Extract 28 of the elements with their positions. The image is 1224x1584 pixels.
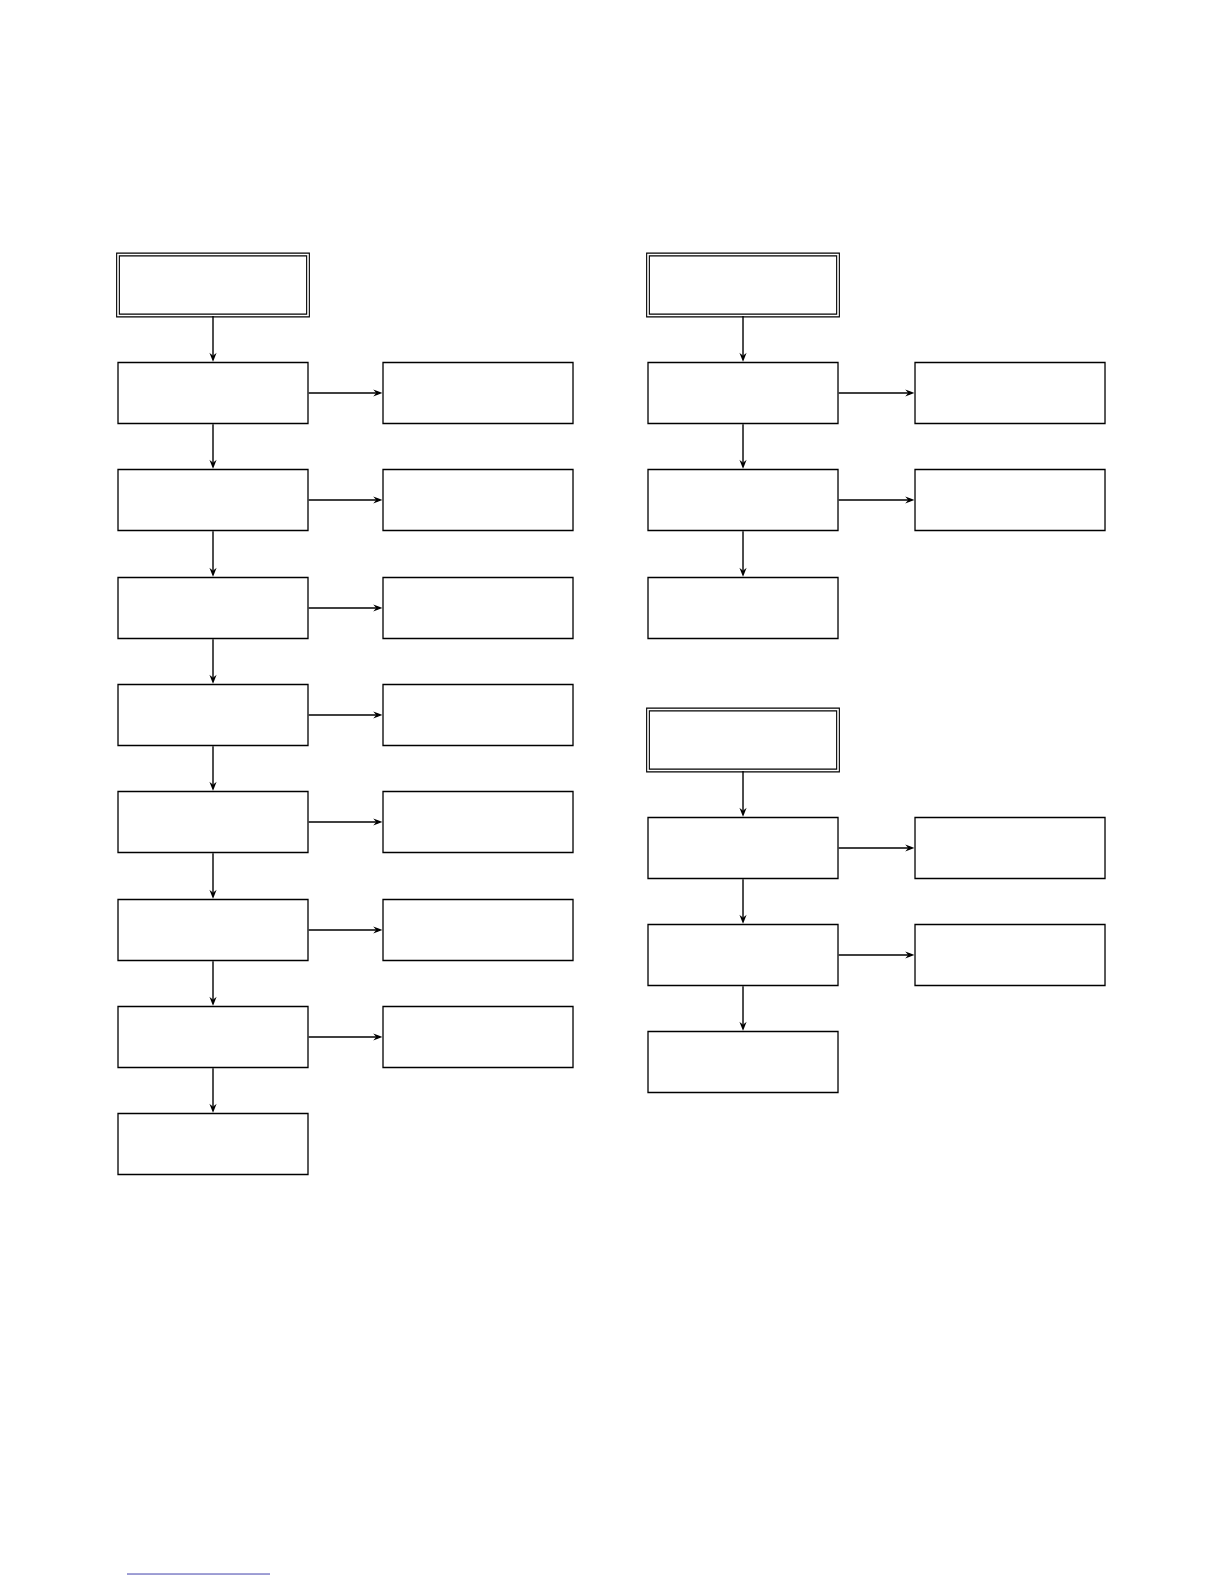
process-box bbox=[382, 576, 574, 640]
process-box bbox=[117, 898, 309, 962]
process-box bbox=[382, 790, 574, 854]
process-box bbox=[382, 361, 574, 425]
process-box bbox=[914, 468, 1106, 532]
process-box bbox=[117, 361, 309, 425]
header-box bbox=[116, 252, 310, 318]
process-box bbox=[647, 816, 839, 880]
process-box bbox=[117, 1112, 309, 1176]
process-box bbox=[647, 361, 839, 425]
process-box bbox=[117, 576, 309, 640]
process-box bbox=[382, 468, 574, 532]
process-box bbox=[647, 1030, 839, 1094]
process-box bbox=[914, 923, 1106, 987]
process-box bbox=[382, 683, 574, 747]
header-box bbox=[646, 707, 840, 773]
process-box bbox=[117, 468, 309, 532]
process-box bbox=[382, 1005, 574, 1069]
process-box bbox=[647, 468, 839, 532]
header-box bbox=[646, 252, 840, 318]
process-box bbox=[382, 898, 574, 962]
process-box bbox=[914, 361, 1106, 425]
process-box bbox=[914, 816, 1106, 880]
process-box bbox=[117, 683, 309, 747]
process-box bbox=[647, 923, 839, 987]
process-box bbox=[117, 790, 309, 854]
process-box bbox=[117, 1005, 309, 1069]
process-box bbox=[647, 576, 839, 640]
